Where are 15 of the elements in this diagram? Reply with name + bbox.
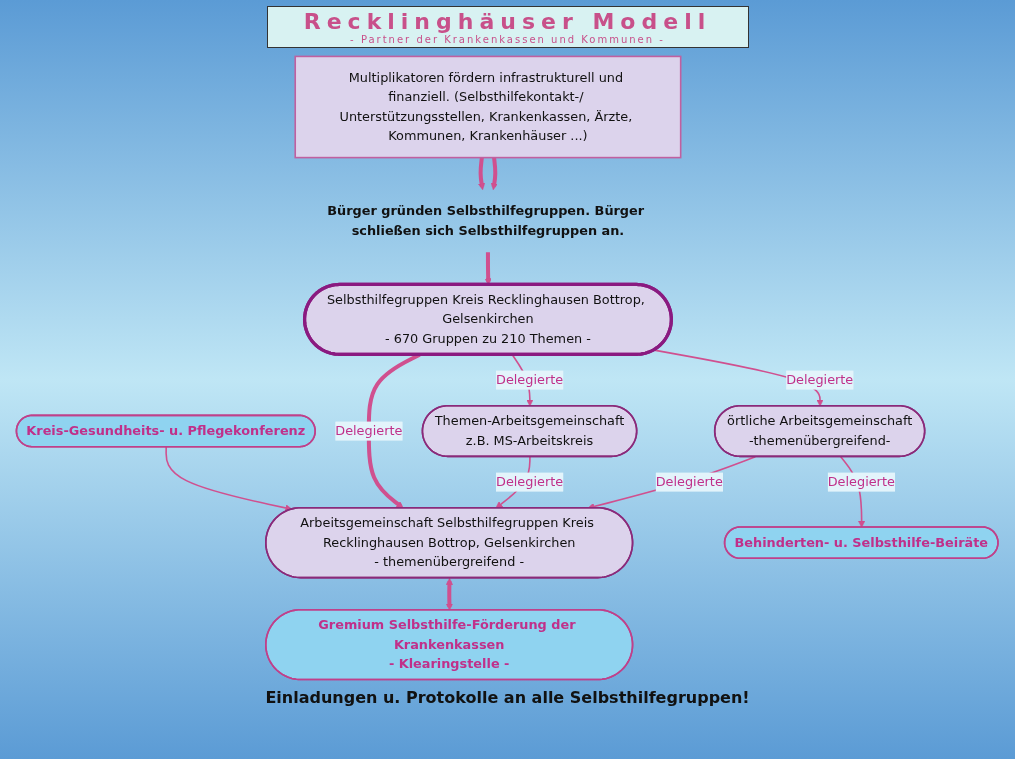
title: Recklinghäuser Modell [302, 9, 713, 34]
arrow [478, 157, 486, 191]
edge-label: Delegierte [496, 372, 564, 388]
edge-label: Delegierte [828, 473, 896, 490]
node-text: Bürger gründen Selbsthilfegruppen. Bürger schließen sich Selbsthilfegruppen an. [327, 203, 645, 238]
arrow [165, 446, 293, 512]
edge-label: Delegierte [496, 473, 564, 490]
subtitle: - Partner der Krankenkassen und Kommunen - [349, 34, 666, 45]
caption: Einladungen u. Protokolle an alle Selbsthilfegruppen! [265, 688, 750, 707]
arrow [446, 578, 454, 611]
arrow [491, 157, 499, 191]
edge-label: Delegierte [655, 473, 724, 490]
node-box: Multiplikatoren fördern infrastrukturell und finanziell. (Selbsthilfekontakt-/ Unterstützungsstellen, Krankenkassen, Ärzte, Kommunen, Krankenhäuser ...) [294, 55, 682, 159]
edge-label: Delegierte [335, 423, 403, 439]
edge-label: Delegierte [786, 372, 854, 388]
